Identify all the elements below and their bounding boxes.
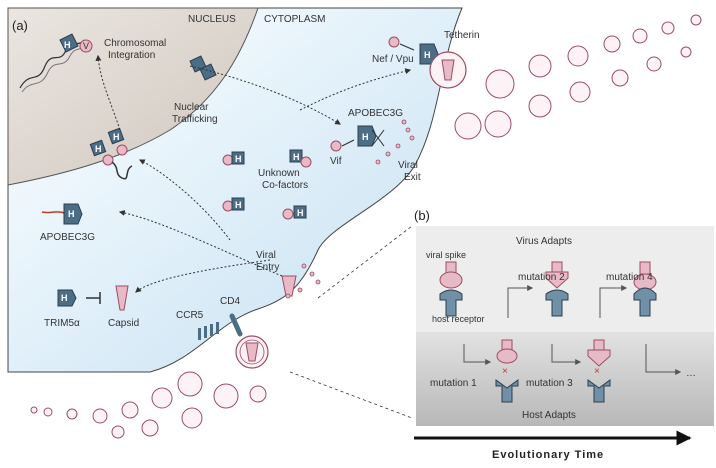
svg-text:H: H (424, 50, 431, 60)
host-adapts-panel (416, 332, 714, 426)
ccr5-receptor-icon (198, 322, 219, 340)
apobec3g-vif-icon: H (330, 125, 385, 152)
spike-receptor-pair-mutation4 (633, 261, 657, 317)
nuclear-pore-complex-icon (189, 55, 217, 81)
nuclear-trafficking-label-2: Trafficking (172, 114, 218, 125)
block-mark-1: × (502, 366, 508, 377)
panel-a-label: (a) (12, 18, 28, 33)
nuclear-trafficking-label-1: Nuclear (174, 102, 209, 113)
zoom-lines (289, 225, 413, 419)
svg-text:H: H (95, 144, 102, 154)
unknown-cofactors-icons: H H H H (222, 149, 312, 220)
svg-text:V: V (83, 41, 89, 51)
apobec3g-restriction-icon: H (41, 203, 83, 225)
viral-exit-label-1: Viral (398, 160, 418, 171)
svg-text:H: H (113, 132, 120, 142)
block-mark-3: × (594, 366, 600, 377)
capsid-label: Capsid (108, 318, 139, 329)
evolutionary-time-label: Evolutionary Time (492, 449, 604, 461)
host-receptor-label: host receptor (432, 314, 485, 324)
apobec3g-top-label: APOBEC3G (348, 108, 403, 119)
viral-spike-label: viral spike (426, 250, 466, 260)
mutation-1-label: mutation 1 (430, 378, 477, 389)
capsid-icon (115, 285, 129, 311)
membrane-spikes (285, 119, 415, 299)
svg-text:H: H (235, 154, 242, 164)
svg-text:H: H (362, 132, 369, 142)
mutation-step-arrows (463, 285, 682, 375)
entering-virus-icon (281, 275, 297, 297)
preintegration-complex-icon: H H (89, 127, 133, 180)
released-virions-bottom (30, 371, 267, 439)
evolutionary-time-axis: Evolutionary Time (414, 430, 692, 461)
cytoplasm-label: CYTOPLASM (264, 14, 326, 25)
virus-adapts-label: Virus Adapts (516, 236, 572, 247)
ccr5-label: CCR5 (176, 310, 204, 321)
released-virions-top (454, 14, 702, 140)
spike-receptor-blocked-1 (495, 339, 519, 403)
svg-text:H: H (61, 293, 68, 303)
cd4-label: CD4 (220, 296, 240, 307)
svg-text:H: H (64, 40, 71, 50)
spike-receptor-pair-initial (439, 261, 463, 317)
nucleus-region (7, 7, 259, 186)
mutation-3-label: mutation 3 (526, 378, 573, 389)
vif-label: Vif (330, 156, 342, 167)
viral-entry-label-2: Entry (256, 262, 279, 273)
integrated-complex-icon: H V (59, 33, 93, 53)
ellipsis-label: … (686, 368, 696, 379)
budding-virion-icon (429, 51, 467, 89)
chromosomal-integration-label-1: Chromosomal (104, 38, 166, 49)
mutation-2-label: mutation 2 (518, 272, 565, 283)
panel-b: (b) Virus Adapts Host Adapts viral spike… (414, 208, 714, 426)
svg-text:H: H (293, 152, 300, 162)
svg-text:H: H (235, 200, 242, 210)
panel-b-label: (b) (414, 208, 430, 223)
nucleus-label: NUCLEUS (188, 14, 236, 25)
chromosomal-integration-label-2: Integration (108, 50, 155, 61)
viral-entry-label-1: Viral (256, 250, 276, 261)
trafficking-paths (95, 54, 412, 293)
nef-vpu-label: Nef / Vpu (372, 54, 414, 65)
apobec3g-left-label: APOBEC3G (40, 232, 95, 243)
unknown-cofactors-label-2: Co-factors (262, 180, 308, 191)
trim5-restriction-icon: H (57, 289, 101, 307)
svg-text:H: H (68, 209, 75, 219)
nef-vpu-icon (388, 36, 415, 51)
svg-text:H: H (297, 208, 304, 218)
cd4-receptor-icon (229, 313, 243, 337)
panel-a: (a) NUCLEUS CYTOPLASM H V Chromosomal In… (7, 7, 480, 373)
virion-entry-icon (235, 335, 269, 369)
host-adapts-label: Host Adapts (522, 410, 576, 421)
viral-exit-label-2: Exit (404, 172, 421, 183)
spike-receptor-pair-mutation2 (545, 261, 569, 317)
mutation-4-label: mutation 4 (606, 272, 653, 283)
tetherin-label: Tetherin (444, 30, 480, 41)
unknown-cofactors-label-1: Unknown (258, 168, 300, 179)
trim5-label: TRIM5α (44, 318, 80, 329)
spike-receptor-blocked-3 (587, 339, 611, 403)
